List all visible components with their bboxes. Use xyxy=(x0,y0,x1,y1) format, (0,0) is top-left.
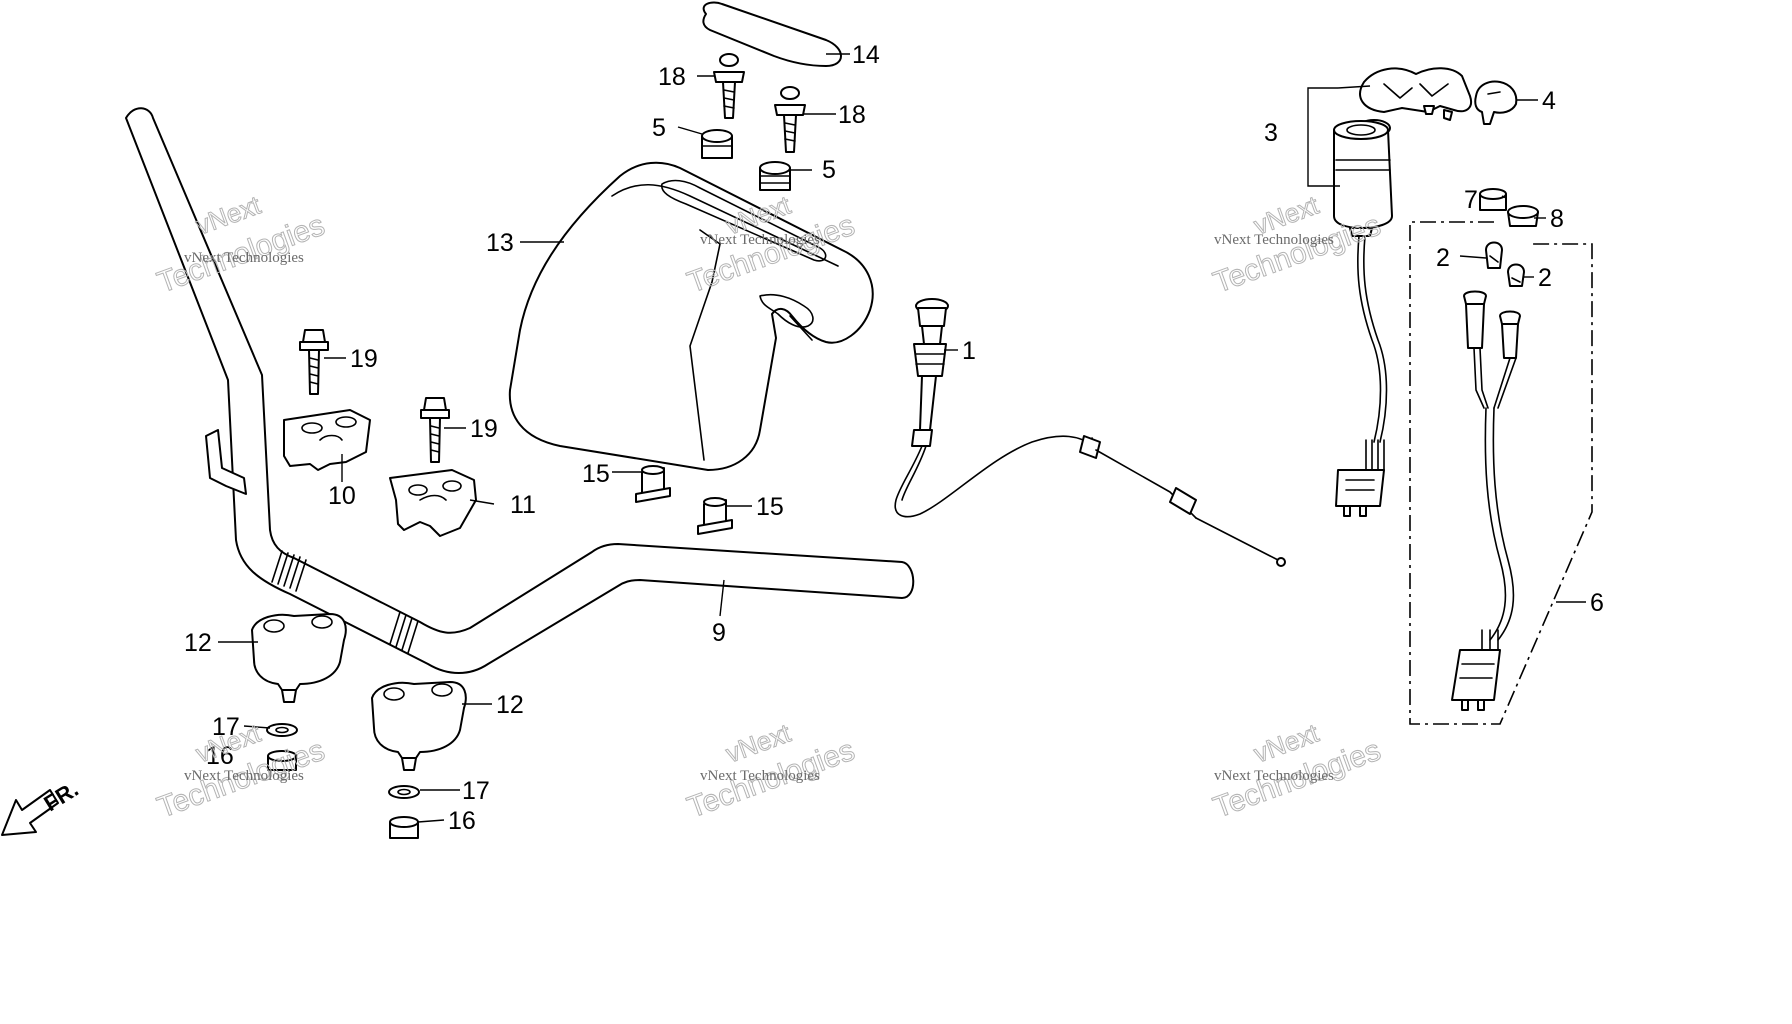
callout-16-right: 16 xyxy=(448,807,476,835)
indicator-socket-8 xyxy=(1507,205,1539,227)
handlebar-clip xyxy=(205,429,247,495)
handlebar-knurl-right xyxy=(389,611,419,654)
callout-12-left: 12 xyxy=(184,629,212,657)
svg-text:vNext Technologies: vNext Technologies xyxy=(1214,232,1334,248)
callout-12-right: 12 xyxy=(496,691,524,719)
svg-text:vNext Technologies: vNext Technologies xyxy=(700,232,820,248)
indicator-bulb-2-right xyxy=(1507,263,1525,287)
ignition-cover xyxy=(1359,67,1472,121)
callout-13: 13 xyxy=(486,229,514,257)
callout-7: 7 xyxy=(1464,186,1478,214)
ignition-cap xyxy=(1474,80,1518,125)
callout-2-right: 2 xyxy=(1538,264,1552,292)
grommet-5-left xyxy=(701,129,733,159)
svg-text:vNext Technologies: vNext Technologies xyxy=(700,768,820,784)
washer-17-right xyxy=(388,785,420,799)
svg-text:vNext Technologies: vNext Technologies xyxy=(184,250,304,266)
callout-19-right: 19 xyxy=(470,415,498,443)
front-direction-marker: FR. xyxy=(1,776,83,836)
collar-15-left xyxy=(635,465,671,503)
handlebar xyxy=(125,107,915,674)
callout-17-right: 17 xyxy=(462,777,490,805)
callout-9: 9 xyxy=(712,619,726,647)
screw-18-right xyxy=(774,86,806,153)
bolt-19-left xyxy=(299,329,329,395)
callout-15-left: 15 xyxy=(582,460,610,488)
indicator-bulb-2-left xyxy=(1485,241,1503,269)
arrow-down-left-icon xyxy=(1,789,59,836)
callout-8: 8 xyxy=(1550,205,1564,233)
callout-15-right: 15 xyxy=(756,493,784,521)
callout-labels: 14 18 18 5 5 13 19 19 10 11 15 15 9 12 1… xyxy=(184,41,1604,835)
callout-5-left: 5 xyxy=(652,114,666,142)
cover-pad xyxy=(702,1,842,67)
callout-19-left: 19 xyxy=(350,345,378,373)
callout-18-left: 18 xyxy=(658,63,686,91)
callout-11: 11 xyxy=(510,491,536,519)
handlebar-knurl-left xyxy=(271,550,307,592)
svg-text:vNext Technologies: vNext Technologies xyxy=(1214,768,1334,784)
handlebar-cover xyxy=(508,161,874,471)
screw-18-left xyxy=(713,53,745,119)
bolt-19-right xyxy=(420,397,450,463)
upper-holder-11 xyxy=(389,469,477,537)
svg-text:vNext Technologies: vNext Technologies xyxy=(184,768,304,784)
callout-16-left: 16 xyxy=(206,742,234,770)
indicator-harness xyxy=(1451,290,1521,711)
callout-3: 3 xyxy=(1264,119,1278,147)
callout-5-right: 5 xyxy=(822,156,836,184)
callout-4: 4 xyxy=(1542,87,1556,115)
watermark-bottom-center: vNext Technologies vNext Technologies xyxy=(683,717,860,825)
callout-14: 14 xyxy=(852,41,880,69)
lower-holder-12-right xyxy=(371,681,467,771)
callout-10: 10 xyxy=(328,482,356,510)
ignition-switch xyxy=(1333,119,1393,517)
upper-holder-10 xyxy=(283,409,371,471)
grommet-5-right xyxy=(759,161,791,191)
leader-lines xyxy=(218,53,1586,823)
callout-17-left: 17 xyxy=(212,713,240,741)
callout-2-left: 2 xyxy=(1436,244,1450,272)
indicator-socket-7 xyxy=(1479,188,1507,211)
callout-18-right: 18 xyxy=(838,101,866,129)
nut-16-right xyxy=(389,816,419,839)
washer-17-left xyxy=(266,723,298,737)
watermark-bottom-right: vNext Technologies vNext Technologies xyxy=(1209,717,1386,825)
nut-16-left xyxy=(267,750,297,771)
collar-15-right xyxy=(697,497,733,535)
callout-1: 1 xyxy=(962,337,976,365)
ignition-switch-bracket xyxy=(1307,85,1371,187)
callout-6: 6 xyxy=(1590,589,1604,617)
lower-holder-12-left xyxy=(251,613,347,703)
watermark-bottom-left: vNext Technologies vNext Technologies xyxy=(153,717,330,825)
speedometer-cable xyxy=(894,298,1286,567)
indicator-harness-bracket xyxy=(1409,221,1593,725)
